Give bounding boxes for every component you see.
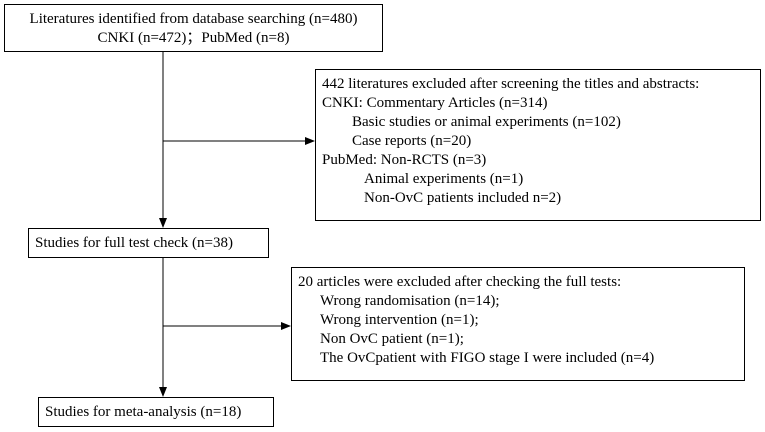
identified-line-1: Literatures identified from database sea… xyxy=(29,11,358,27)
exclusion1-pubmed-item: Non-OvC patients included n=2) xyxy=(364,190,562,206)
full-text-exclusion-box: 20 articles were excluded after checking… xyxy=(291,267,745,381)
exclusion2-item: Wrong intervention (n=1); xyxy=(320,312,479,328)
exclusion1-cnki-item: Basic studies or animal experiments (n=1… xyxy=(352,114,621,130)
full-text-check-label: Studies for full test check (n=38) xyxy=(35,235,233,251)
identified-line-2: CNKI (n=472)；PubMed (n=8) xyxy=(97,30,290,46)
title-abstract-exclusion-box: 442 literatures excluded after screening… xyxy=(315,69,761,221)
exclusion1-cnki: CNKI: Commentary Articles (n=314) xyxy=(322,95,548,111)
exclusion2-item: Wrong randomisation (n=14); xyxy=(320,293,500,309)
exclusion1-pubmed: PubMed: Non-RCTS (n=3) xyxy=(322,152,487,168)
exclusion2-header: 20 articles were excluded after checking… xyxy=(298,274,622,290)
meta-analysis-label: Studies for meta-analysis (n=18) xyxy=(45,404,242,420)
identified-records-box: Literatures identified from database sea… xyxy=(4,4,383,52)
exclusion1-header: 442 literatures excluded after screening… xyxy=(322,76,700,92)
full-text-check-box: Studies for full test check (n=38) xyxy=(28,228,269,258)
exclusion1-cnki-item: Case reports (n=20) xyxy=(352,133,472,149)
exclusion2-item: Non OvC patient (n=1); xyxy=(320,331,464,347)
meta-analysis-box: Studies for meta-analysis (n=18) xyxy=(38,397,274,427)
exclusion1-pubmed-item: Animal experiments (n=1) xyxy=(364,171,524,187)
exclusion2-item: The OvCpatient with FIGO stage I were in… xyxy=(320,350,655,366)
